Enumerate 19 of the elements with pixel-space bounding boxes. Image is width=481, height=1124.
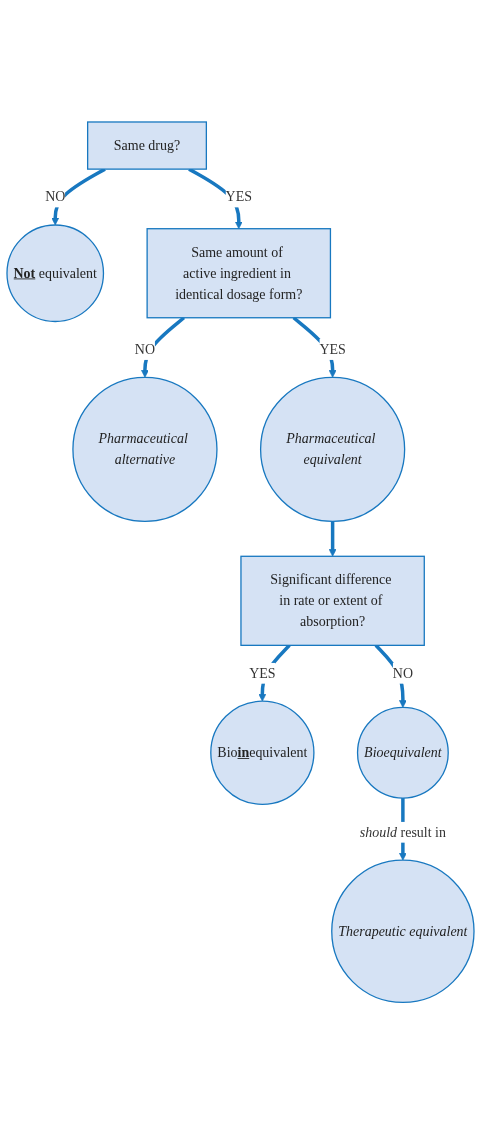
edge-label: NO xyxy=(45,188,66,204)
node-circle: Pharmaceutical equivalent xyxy=(259,376,406,522)
arrow xyxy=(141,316,186,378)
edge-label: YES xyxy=(249,665,276,681)
node-circle: Bioequivalent xyxy=(356,706,449,799)
edge-label: YES xyxy=(319,341,346,357)
arrow xyxy=(328,521,337,557)
node-box: Significant difference in rate or extent of absorption? xyxy=(240,555,425,646)
node-circle: Pharmaceutical alternative xyxy=(72,376,218,522)
node-circle: Therapeutic equivalent xyxy=(331,859,475,1003)
node-box: Same amount of active ingredient in identical dosage form? xyxy=(146,227,332,319)
edge-label: YES xyxy=(225,188,252,204)
edge-label: NO xyxy=(392,665,413,681)
edge-label: NO xyxy=(134,341,156,357)
arrow xyxy=(51,167,106,226)
node-circle: Bioinequivalent xyxy=(210,700,315,805)
edge-label: should result in xyxy=(359,824,446,840)
node-box: Same drug? xyxy=(87,121,207,170)
node-circle: Not equivalent xyxy=(6,224,105,322)
